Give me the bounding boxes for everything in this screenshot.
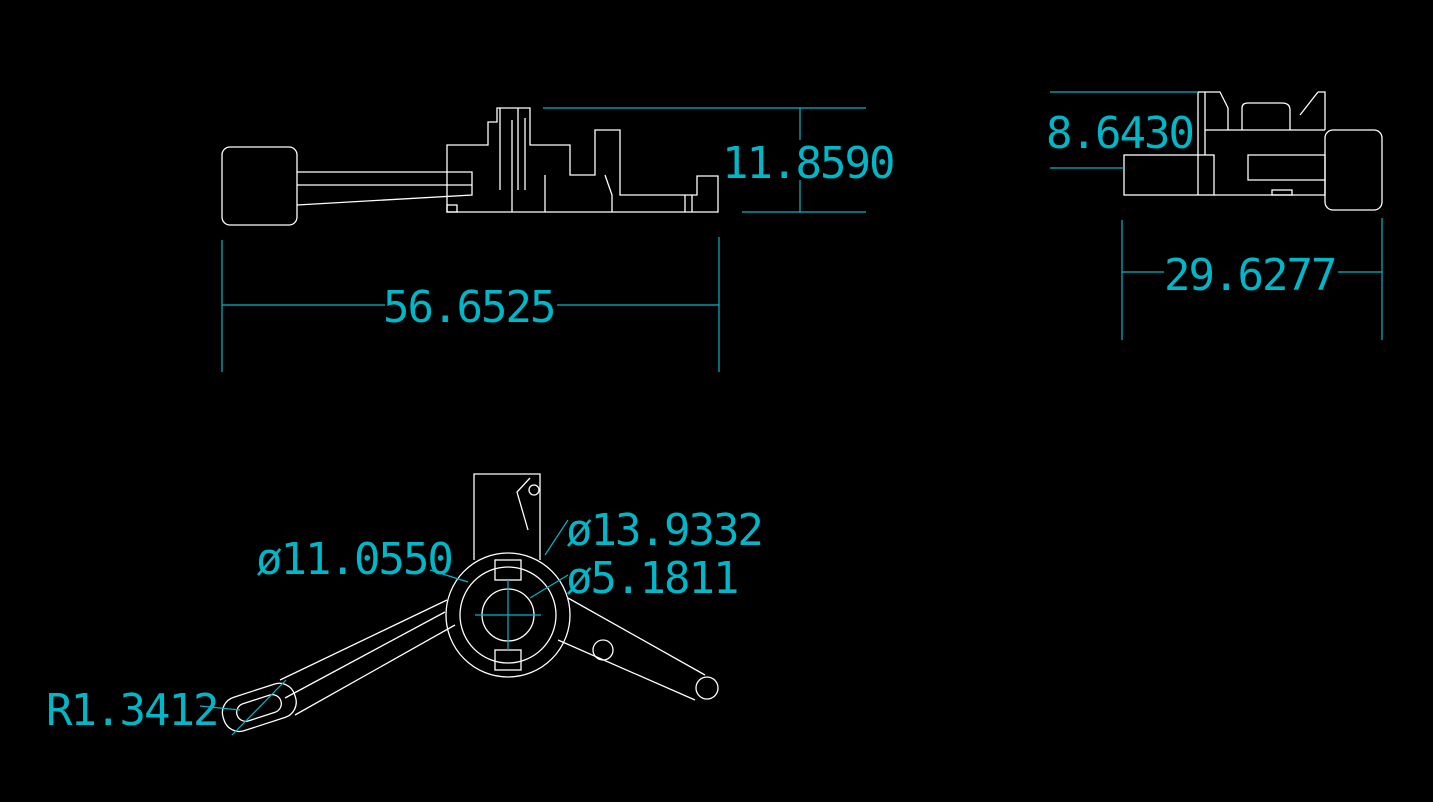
arm [296, 171, 473, 206]
hub-top-lug [494, 559, 522, 581]
side-right-post [1205, 91, 1326, 131]
side-cap [1241, 102, 1291, 130]
post [499, 108, 526, 212]
steps [544, 174, 693, 212]
body [446, 107, 719, 213]
plan-latch [516, 477, 531, 531]
right-arm-ball [695, 676, 719, 700]
plan-pin [528, 484, 540, 496]
right-arm-boss [592, 639, 614, 661]
side-left-post [1197, 91, 1229, 195]
plan-bracket [473, 473, 541, 560]
dim-height-11: 11.8590 [722, 138, 893, 189]
plan-view-geometry [221, 473, 719, 733]
side-clip [1271, 189, 1293, 196]
left-arm [279, 599, 456, 716]
side-body [1214, 154, 1326, 196]
left-arm-slot [236, 694, 282, 722]
hub-bottom-lug [494, 649, 522, 671]
dim-dia-5: ø5.1811 [566, 553, 737, 604]
side-view-geometry [1123, 91, 1383, 211]
dim-dia-13: ø13.9332 [566, 505, 762, 556]
dim-radius: R1.3412 [46, 685, 217, 736]
end-tab [221, 146, 298, 226]
right-arm [557, 597, 706, 701]
hub-inner [459, 566, 557, 664]
side-base [1123, 154, 1215, 196]
left-arm-rib [284, 611, 446, 699]
hub-outer [445, 552, 571, 678]
left-arm-end [221, 682, 297, 733]
dim-width-29: 29.6277 [1164, 250, 1335, 301]
notch [446, 204, 458, 213]
dim-height-8: 8.6430 [1046, 108, 1193, 159]
dim-width-56: 56.6525 [383, 282, 554, 333]
front-view-geometry [221, 107, 719, 226]
front-view-dims [221, 107, 866, 372]
side-view-dims [1050, 91, 1383, 340]
side-end-tab [1324, 129, 1383, 211]
dim-dia-11: ø11.0550 [256, 534, 452, 585]
plan-view-dims [199, 519, 569, 736]
